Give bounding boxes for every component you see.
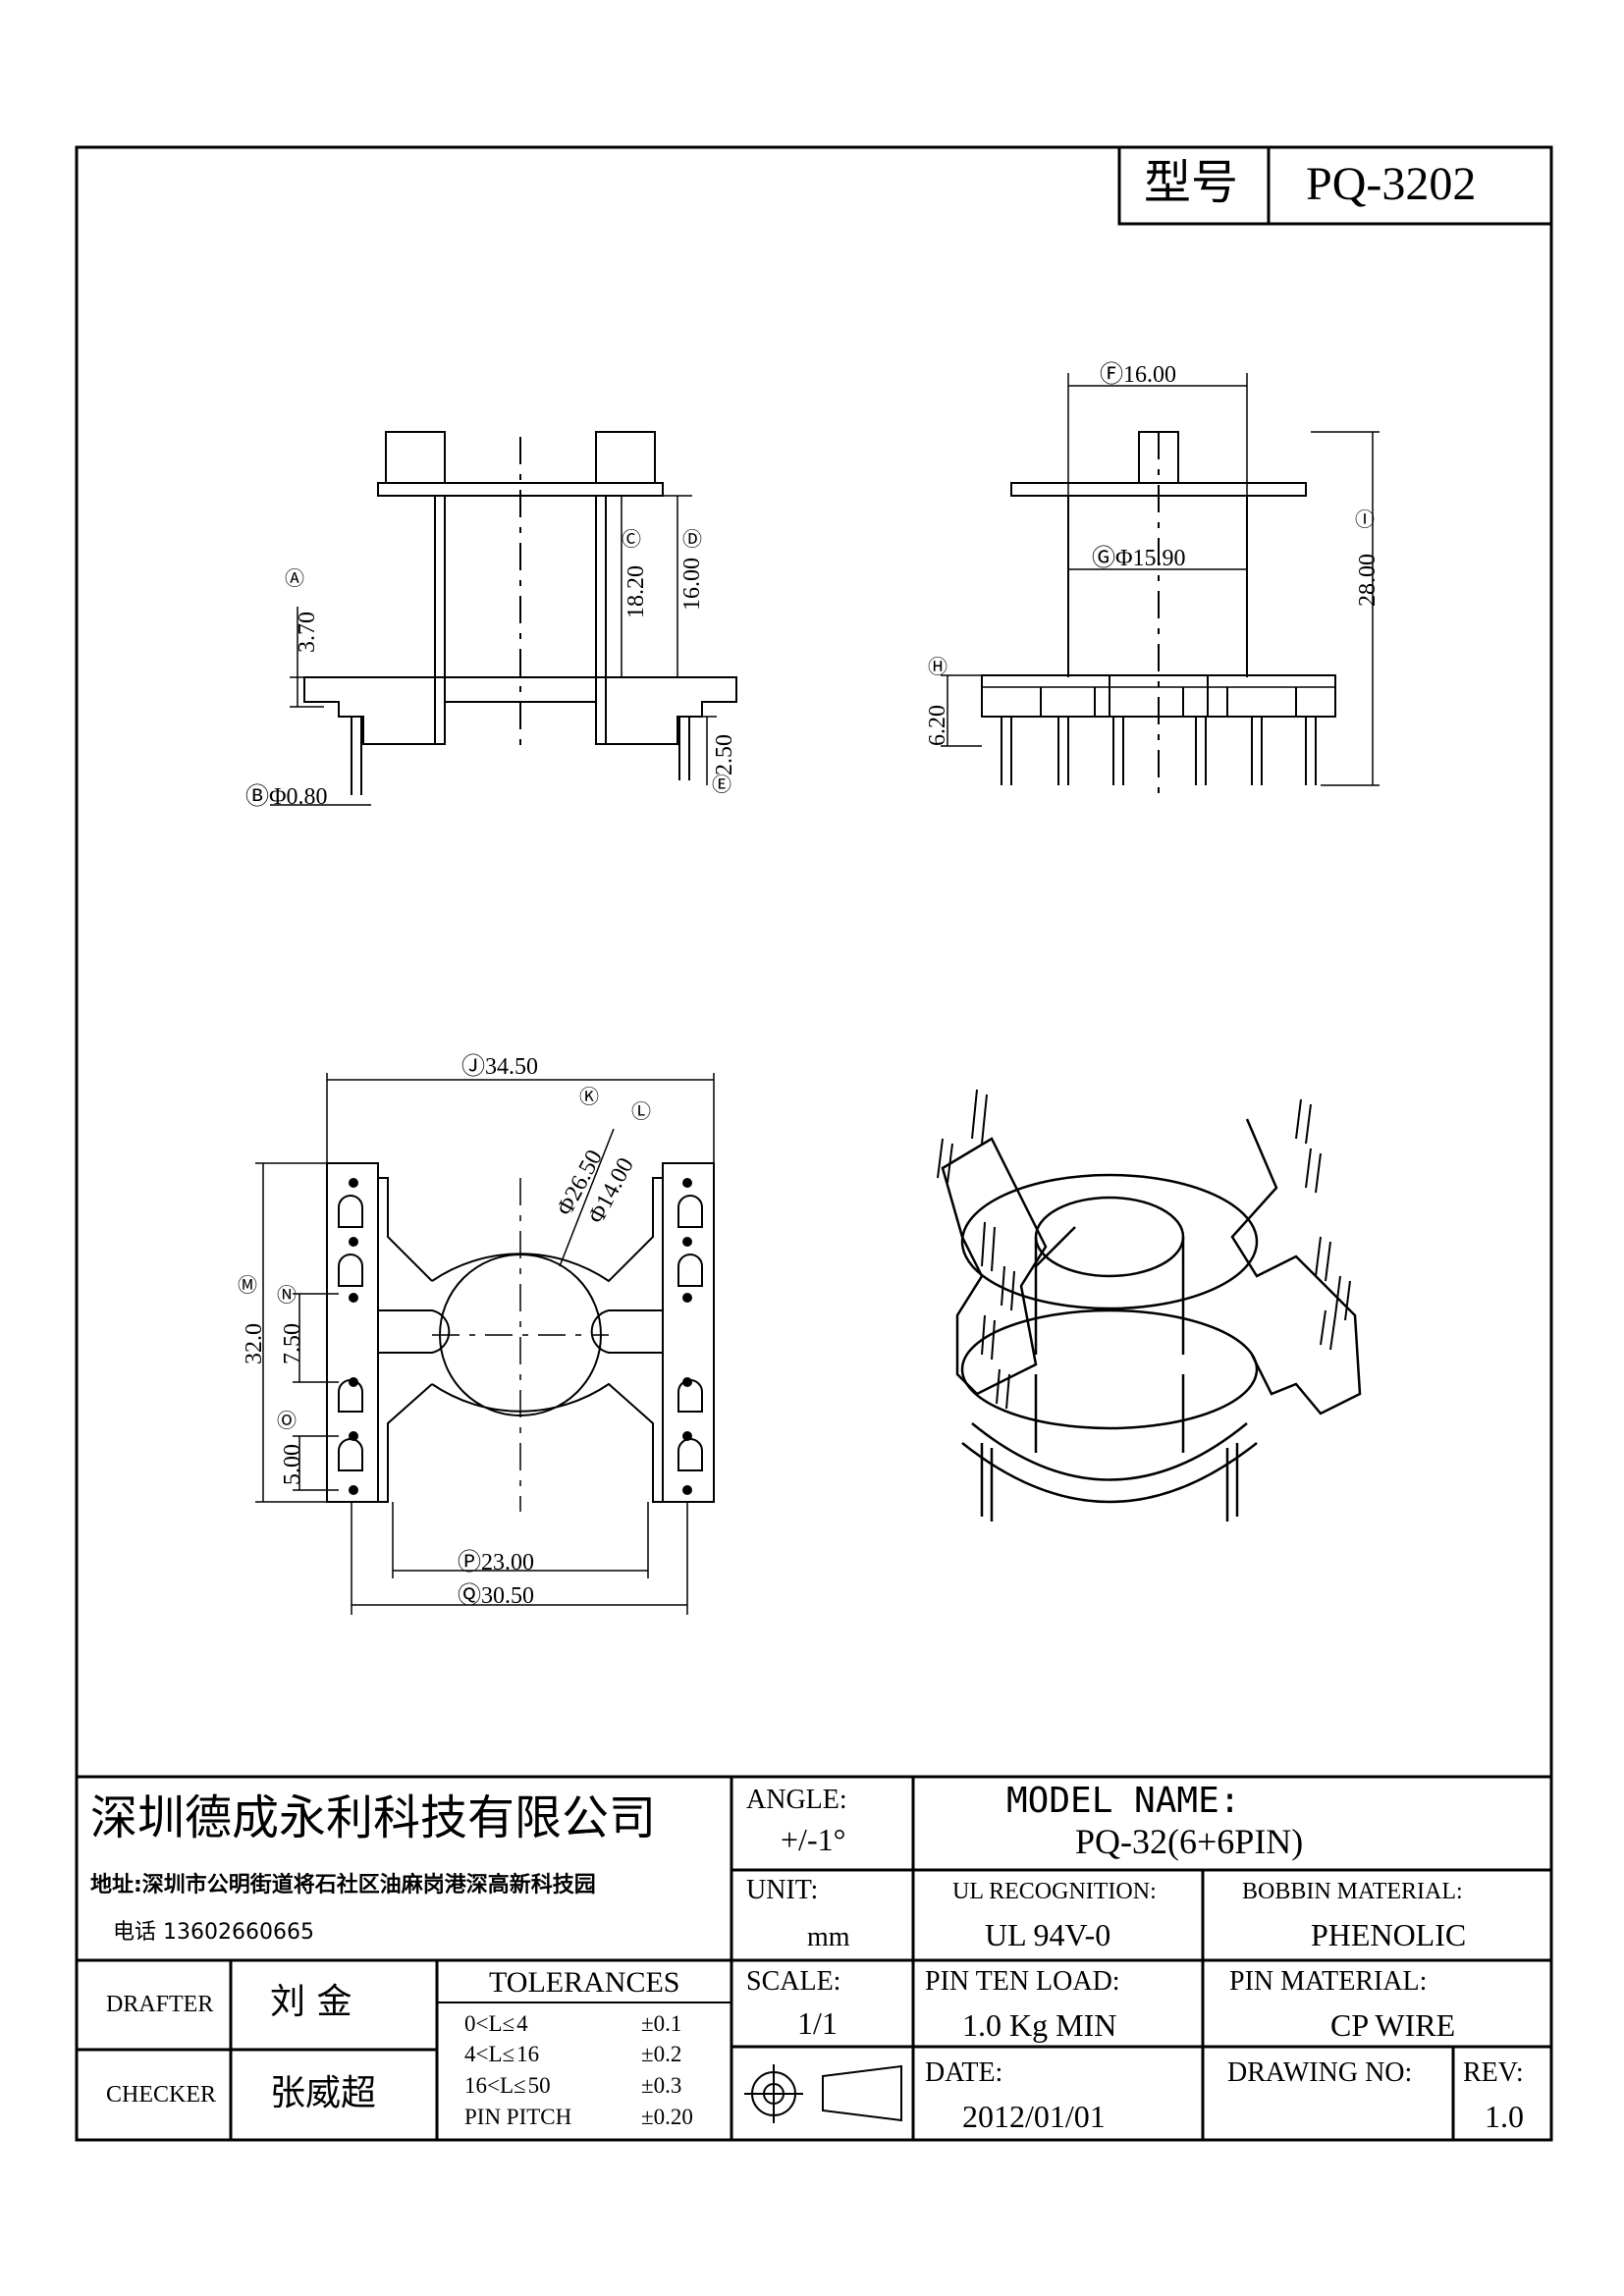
dim-N-letter: Ⓝ	[277, 1285, 297, 1307]
scale-value: 1/1	[797, 2005, 838, 2041]
rev-value: 1.0	[1485, 2099, 1524, 2134]
scale-label: SCALE:	[746, 1966, 841, 1997]
dim-E-letter: Ⓔ	[712, 774, 731, 796]
dim-G-value: Φ15.90	[1115, 546, 1186, 571]
tol-value-2: ±0.3	[641, 2073, 682, 2098]
checker-label: CHECKER	[106, 2082, 217, 2108]
model-label: 型号	[1144, 155, 1239, 210]
dim-B-value: Φ0.80	[269, 784, 328, 810]
ul-value: UL 94V-0	[985, 1917, 1111, 1952]
dim-P-value: 23.00	[481, 1550, 534, 1575]
date-label: DATE:	[925, 2057, 1003, 2088]
model-name-label: MODEL NAME:	[1006, 1781, 1241, 1821]
dim-H-value: 6.20	[925, 705, 950, 746]
checker-name: 张威超	[270, 2073, 377, 2113]
dim-F-label: Ⓕ16.00	[1100, 363, 1176, 387]
dim-F-letter: Ⓕ	[1100, 362, 1123, 388]
dim-N-value: 7.50	[280, 1323, 305, 1364]
unit-label: UNIT:	[746, 1875, 819, 1905]
dim-H-letter: Ⓗ	[928, 657, 947, 678]
dim-Q-letter: Ⓠ	[458, 1583, 481, 1609]
ul-label: UL RECOGNITION:	[952, 1879, 1157, 1904]
dim-Q-value: 30.50	[481, 1583, 534, 1609]
dim-A-letter: Ⓐ	[285, 568, 304, 590]
dim-P-letter: Ⓟ	[458, 1550, 481, 1575]
tol-range-3: PIN PITCH	[464, 2105, 572, 2129]
dim-M-letter: Ⓜ	[238, 1275, 257, 1297]
pin-load-label: PIN TEN LOAD:	[925, 1966, 1120, 1997]
drafter-name: 刘 金	[270, 1982, 352, 2022]
unit-value: mm	[807, 1922, 850, 1952]
tol-range-1: 4<L≤ 16	[464, 2042, 540, 2066]
model-name-value: PQ-32(6+6PIN)	[1075, 1822, 1304, 1861]
projection-symbol	[744, 2064, 902, 2123]
dim-A-value: 3.70	[295, 612, 320, 653]
company-name: 深圳德成永利科技有限公司	[90, 1790, 657, 1845]
dim-J-label: Ⓙ34.50	[461, 1055, 538, 1079]
dim-B-letter: Ⓑ	[245, 784, 269, 810]
drawing-no-label: DRAWING NO:	[1227, 2057, 1413, 2088]
model-value: PQ-3202	[1306, 158, 1477, 210]
dim-O-letter: Ⓞ	[277, 1411, 297, 1432]
sheet-border	[75, 145, 1553, 2142]
dim-M-value: 32.0	[242, 1323, 267, 1364]
dim-D-letter: Ⓓ	[682, 529, 702, 551]
dim-I-value: 28.00	[1355, 554, 1380, 607]
tol-range-2: 16<L≤ 50	[464, 2073, 551, 2098]
dim-C-letter: Ⓒ	[622, 529, 641, 551]
company-phone: 电话 13602660665	[113, 1920, 314, 1945]
tol-value-3: ±0.20	[641, 2105, 693, 2129]
dim-K-letter: Ⓚ	[579, 1087, 599, 1108]
drafter-label: DRAFTER	[106, 1992, 214, 2017]
dim-C-value: 18.20	[623, 565, 649, 618]
dim-F-value: 16.00	[1123, 362, 1176, 388]
dim-Q-label: Ⓠ30.50	[458, 1584, 534, 1608]
date-value: 2012/01/01	[962, 2099, 1106, 2134]
dim-G-label: ⒼΦ15.90	[1092, 547, 1186, 570]
tol-range-0: 0<L≤ 4	[464, 2011, 528, 2036]
pin-material-label: PIN MATERIAL:	[1229, 1966, 1428, 1997]
bobbin-value: PHENOLIC	[1311, 1917, 1467, 1952]
tolerances-label: TOLERANCES	[489, 1966, 680, 1999]
dim-J-value: 34.50	[485, 1054, 538, 1080]
isometric-view	[937, 1089, 1362, 1522]
dim-D-value: 16.00	[679, 558, 705, 611]
front-view	[270, 431, 737, 806]
pin-load-value: 1.0 Kg MIN	[962, 2007, 1117, 2043]
title-block-grid	[77, 1775, 1551, 2140]
tol-value-1: ±0.2	[641, 2042, 682, 2066]
dim-G-letter: Ⓖ	[1092, 546, 1115, 571]
angle-value: +/-1°	[781, 1822, 846, 1857]
dim-E-value: 2.50	[712, 734, 737, 775]
pin-material-value: CP WIRE	[1330, 2007, 1456, 2043]
bobbin-label: BOBBIN MATERIAL:	[1242, 1879, 1463, 1904]
company-address: 地址:深圳市公明街道将石社区油麻岗港深高新科技园	[90, 1873, 596, 1897]
dim-I-letter: Ⓘ	[1355, 509, 1375, 531]
dim-J-letter: Ⓙ	[461, 1054, 485, 1080]
dim-P-label: Ⓟ23.00	[458, 1551, 534, 1575]
plan-view	[255, 1073, 715, 1615]
tol-value-0: ±0.1	[641, 2011, 682, 2036]
dim-B-label: ⒷΦ0.80	[245, 785, 328, 809]
model-header-box	[1117, 145, 1553, 226]
rev-label: REV:	[1463, 2057, 1524, 2088]
dim-O-value: 5.00	[280, 1444, 305, 1485]
side-view	[941, 373, 1380, 795]
dim-L-letter: Ⓛ	[631, 1101, 651, 1123]
angle-label: ANGLE:	[746, 1785, 847, 1815]
